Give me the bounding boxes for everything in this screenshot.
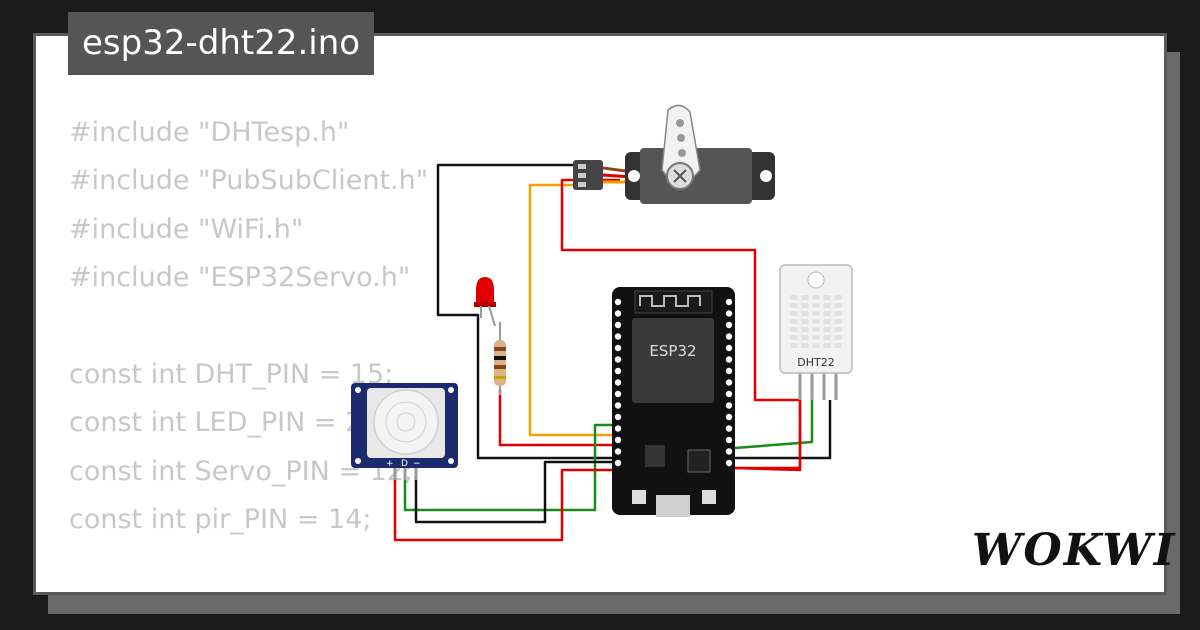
dht22-vent (801, 327, 809, 332)
wire-black-dht (735, 400, 832, 460)
dht22-vent (812, 343, 820, 348)
code-line: #include "WiFi.h" (69, 213, 304, 245)
esp32-pin (614, 459, 622, 467)
esp32-pin (614, 344, 622, 352)
esp32-label: ESP32 (649, 342, 696, 360)
esp32-pin (614, 390, 622, 398)
pir-pin-plus: + (386, 459, 394, 469)
esp32-pin (614, 448, 622, 455)
esp32-pin (725, 321, 733, 329)
code-preview: #include "DHTesp.h" #include "PubSubClien… (69, 109, 729, 592)
code-line: const int LED_PIN = 2; (69, 407, 372, 439)
esp32-pin (614, 333, 622, 340)
dht22-vent (790, 327, 798, 332)
dht22-vent (801, 303, 809, 308)
dht22-vent (801, 319, 809, 324)
dht22-vent (801, 295, 809, 300)
esp32-pin (725, 344, 733, 352)
wire-green-dht (734, 400, 814, 450)
dht22-vent (834, 303, 842, 308)
wire-red-pir (393, 468, 612, 542)
dht22-vent (823, 319, 831, 324)
dht22-vent (823, 295, 831, 300)
dht22-vent (790, 319, 798, 324)
code-line: #include "ESP32Servo.h" (69, 262, 411, 294)
file-title: esp32-dht22.ino (68, 12, 375, 75)
esp32-pin (725, 390, 733, 398)
esp32-pin (614, 310, 622, 317)
wire-black-servo (436, 163, 612, 460)
dht22-vent (812, 303, 820, 308)
dht22-vent (834, 319, 842, 324)
esp32-pin (614, 321, 622, 329)
esp32-pin (725, 402, 733, 409)
dht22-vent (834, 343, 842, 348)
esp32-pin (725, 379, 733, 386)
esp32-pin (725, 425, 733, 432)
wire-green-pir (403, 423, 612, 512)
dht22-vent (790, 303, 798, 308)
dht22-vent (812, 319, 820, 324)
esp32-pin (725, 356, 733, 363)
esp32-pin (725, 459, 733, 467)
code-line: #include "PubSubClient.h" (69, 165, 429, 197)
dht22-vent (812, 327, 820, 332)
esp32-pin (614, 402, 622, 409)
esp32-pin (725, 310, 733, 317)
code-line: #include "DHTesp.h" (69, 117, 350, 148)
dht22-vent (790, 295, 798, 300)
pir-pin-d: D (401, 459, 408, 469)
esp32-pin (614, 436, 622, 444)
pir-pin-minus: − (413, 459, 421, 469)
dht22-vent (801, 335, 809, 340)
dht22-vent (834, 295, 842, 300)
red-led (474, 277, 496, 327)
wire-red-dht (734, 400, 802, 472)
dht22-vent (790, 335, 798, 340)
dht22-vent (834, 335, 842, 340)
dht22-vent (823, 335, 831, 340)
dht22-vent (812, 335, 820, 340)
dht22-vent (834, 327, 842, 332)
esp32-pin (614, 413, 622, 421)
dht22-vent (812, 311, 820, 316)
dht22-vent (790, 343, 798, 348)
dht22-vent (801, 311, 809, 316)
wire-red-led (498, 390, 612, 447)
dht22-vent (790, 311, 798, 316)
dht22-vent (834, 311, 842, 316)
dht22-vent (812, 295, 820, 300)
dht22-label: DHT22 (797, 356, 834, 369)
esp32-pin (614, 298, 622, 306)
dht22-vent (823, 327, 831, 332)
esp32-pin (725, 413, 733, 421)
code-line: const int Servo_PIN = 12; (69, 455, 414, 487)
esp32-pin (725, 367, 733, 375)
esp32-pin (614, 425, 622, 432)
esp32-pin (614, 367, 622, 375)
dht22-sensor: DHT22 (779, 264, 853, 400)
esp32-pin (725, 436, 733, 444)
esp32-pin (725, 448, 733, 455)
esp32-board: ESP32 (612, 287, 735, 517)
esp32-pin (614, 379, 622, 386)
wire-orange-servo (528, 183, 612, 437)
dht22-vent (823, 311, 831, 316)
pir-sensor: + D − (351, 383, 458, 480)
esp32-pin (725, 333, 733, 340)
dht22-vent (823, 303, 831, 308)
dht22-vent (801, 343, 809, 348)
code-line: const int pir_PIN = 14; (69, 504, 372, 536)
esp32-pin (725, 298, 733, 306)
wire-black-pir (414, 460, 612, 524)
resistor (494, 322, 506, 395)
project-card: #include "DHTesp.h" #include "PubSubClien… (33, 33, 1167, 595)
esp32-pin (614, 356, 622, 363)
dht22-vent (823, 343, 831, 348)
wokwi-logo: WOKWI (972, 525, 1177, 576)
servo-motor (573, 104, 775, 204)
